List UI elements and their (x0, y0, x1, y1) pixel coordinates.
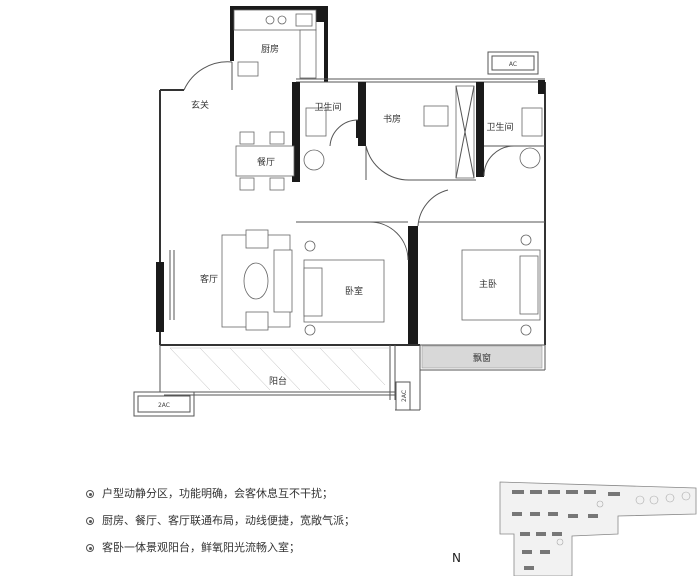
bullet-icon (86, 517, 94, 525)
feature-text: 户型动静分区，功能明确，会客休息互不干扰； (102, 487, 333, 500)
feature-item: 户型动静分区，功能明确，会客休息互不干扰； (80, 486, 460, 513)
bedroom-furniture (303, 240, 385, 336)
kitchen-fixtures (233, 9, 317, 79)
room-label-bedroom: 卧室 (345, 285, 363, 297)
room-label-bath-left: 卫生间 (314, 101, 341, 113)
feature-list: 户型动静分区，功能明确，会客休息互不干扰； 厨房、餐厅、客厅联通布局，动线便捷，… (80, 486, 460, 567)
ac-label-bottom-left: 2AC (158, 402, 170, 409)
ac-unit-bottom-vertical: 2AC (395, 381, 411, 411)
master-bedroom-furniture (421, 234, 543, 369)
room-label-kitchen: 厨房 (261, 43, 279, 55)
room-label-master-bedroom: 主卧 (479, 278, 497, 290)
ac-unit-top: AC (487, 51, 539, 75)
ac-label-bottom-vertical: 2AC (401, 390, 408, 402)
dining-table (235, 131, 295, 191)
feature-item: 客卧一体景观阳台，鲜氧阳光流畅入室； (80, 540, 460, 567)
bullet-icon (86, 544, 94, 552)
compass-north-label: N (452, 551, 461, 565)
room-label-bay-window: 飘窗 (473, 352, 491, 364)
bath-fixtures (303, 107, 543, 171)
room-label-balcony: 阳台 (269, 375, 287, 387)
room-label-living: 客厅 (200, 273, 218, 285)
room-label-bath-right: 卫生间 (486, 121, 513, 133)
room-label-dining: 餐厅 (257, 156, 275, 168)
feature-item: 厨房、餐厅、客厅联通布局，动线便捷，宽敞气派； (80, 513, 460, 540)
room-label-entrance: 玄关 (191, 99, 209, 111)
room-label-study: 书房 (383, 113, 401, 125)
feature-text: 客卧一体景观阳台，鲜氧阳光流畅入室； (102, 541, 300, 554)
feature-text: 厨房、餐厅、客厅联通布局，动线便捷，宽敞气派； (102, 514, 355, 527)
study-furniture (423, 85, 475, 179)
ac-label-top: AC (509, 61, 517, 68)
doors (183, 61, 515, 261)
floor-plan: AC 2AC 2AC 厨房 玄关 卫生间 书房 卫生间 餐厅 客厅 卧室 主卧 … (133, 6, 546, 417)
living-furniture (169, 229, 293, 331)
bullet-icon (86, 490, 94, 498)
ac-unit-bottom-left: 2AC (133, 391, 195, 417)
walls (156, 6, 546, 411)
room-labels: 厨房 玄关 卫生间 书房 卫生间 餐厅 客厅 卧室 主卧 飘窗 阳台 (191, 43, 514, 387)
site-plan-map (499, 481, 697, 576)
